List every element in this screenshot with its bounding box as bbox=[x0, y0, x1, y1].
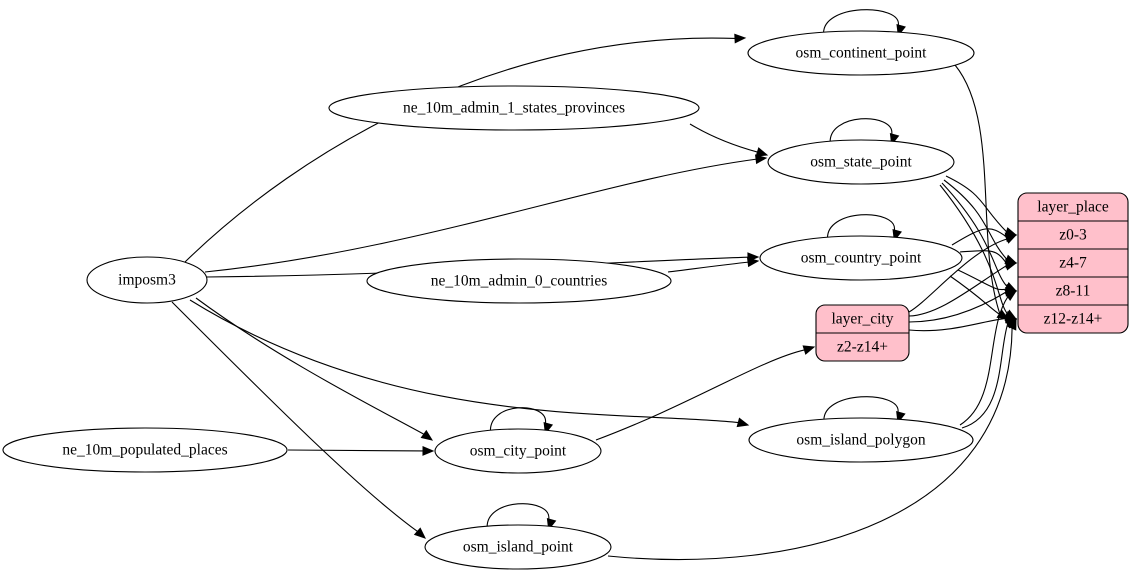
graph-edge bbox=[689, 123, 769, 157]
graph-edge bbox=[204, 154, 768, 273]
node-label: osm_island_point bbox=[463, 539, 574, 556]
graph-edge bbox=[595, 345, 816, 441]
record-row-z12-z14+[interactable]: z12-z14+ bbox=[1044, 311, 1103, 328]
node-ne_countries[interactable]: ne_10m_admin_0_countries bbox=[366, 258, 672, 304]
graph-edge bbox=[195, 297, 434, 441]
node-imposm3[interactable]: imposm3 bbox=[86, 256, 208, 304]
graph-edge bbox=[959, 290, 1018, 426]
graph-edge bbox=[184, 33, 747, 263]
node-label: osm_country_point bbox=[801, 250, 922, 267]
graph-edge bbox=[607, 317, 1017, 561]
node-label: osm_island_polygon bbox=[796, 432, 925, 449]
node-shape-ellipse bbox=[366, 258, 672, 304]
graph-edge bbox=[189, 299, 750, 428]
edges-layer bbox=[171, 9, 1018, 561]
graph-edge bbox=[287, 445, 435, 456]
node-layer_city[interactable]: layer_city z2-z14+ bbox=[815, 304, 910, 362]
node-island_polygon[interactable]: osm_island_polygon bbox=[748, 417, 974, 463]
node-island_point[interactable]: osm_island_point bbox=[424, 524, 612, 570]
node-shape-ellipse bbox=[759, 235, 963, 281]
record-title: layer_place bbox=[1037, 199, 1109, 216]
node-ne_populated[interactable]: ne_10m_populated_places bbox=[2, 427, 288, 473]
record-row-z2-z14+[interactable]: z2-z14+ bbox=[837, 339, 888, 356]
graph-edge bbox=[908, 260, 1018, 317]
node-continent[interactable]: osm_continent_point bbox=[747, 30, 975, 76]
nodes-layer: imposm3 ne_10m_admin_1_states_provincesne… bbox=[2, 30, 1129, 570]
node-label: ne_10m_admin_1_states_provinces bbox=[403, 100, 625, 117]
graph-edge bbox=[171, 301, 426, 539]
node-label: osm_continent_point bbox=[796, 45, 928, 62]
record-row-z4-7[interactable]: z4-7 bbox=[1059, 255, 1087, 272]
record-title: layer_city bbox=[832, 311, 894, 328]
node-shape-ellipse bbox=[748, 417, 974, 463]
node-shape-ellipse bbox=[434, 428, 602, 474]
node-shape-ellipse bbox=[2, 427, 288, 473]
graph-edge bbox=[954, 64, 1010, 320]
node-country[interactable]: osm_country_point bbox=[759, 235, 963, 281]
node-shape-ellipse bbox=[767, 139, 955, 185]
record-row-z0-3[interactable]: z0-3 bbox=[1059, 227, 1087, 244]
node-layer_place[interactable]: layer_place z0-3 z4-7 z8-11 z12-z14+ bbox=[1017, 192, 1129, 334]
node-shape-ellipse bbox=[328, 85, 700, 131]
record-body bbox=[1017, 192, 1129, 334]
graph-edge bbox=[908, 234, 1018, 313]
node-shape-ellipse bbox=[747, 30, 975, 76]
node-shape-ellipse bbox=[86, 256, 208, 304]
node-label: imposm3 bbox=[118, 272, 176, 289]
node-label: osm_city_point bbox=[470, 443, 567, 460]
node-shape-ellipse bbox=[424, 524, 612, 570]
node-label: osm_state_point bbox=[810, 154, 912, 171]
graph-edge bbox=[667, 257, 760, 273]
node-label: ne_10m_populated_places bbox=[62, 442, 227, 459]
node-ne_states[interactable]: ne_10m_admin_1_states_provinces bbox=[328, 85, 700, 131]
node-label: ne_10m_admin_0_countries bbox=[431, 273, 608, 290]
node-city[interactable]: osm_city_point bbox=[434, 428, 602, 474]
record-row-z8-11[interactable]: z8-11 bbox=[1056, 283, 1091, 300]
node-state[interactable]: osm_state_point bbox=[767, 139, 955, 185]
